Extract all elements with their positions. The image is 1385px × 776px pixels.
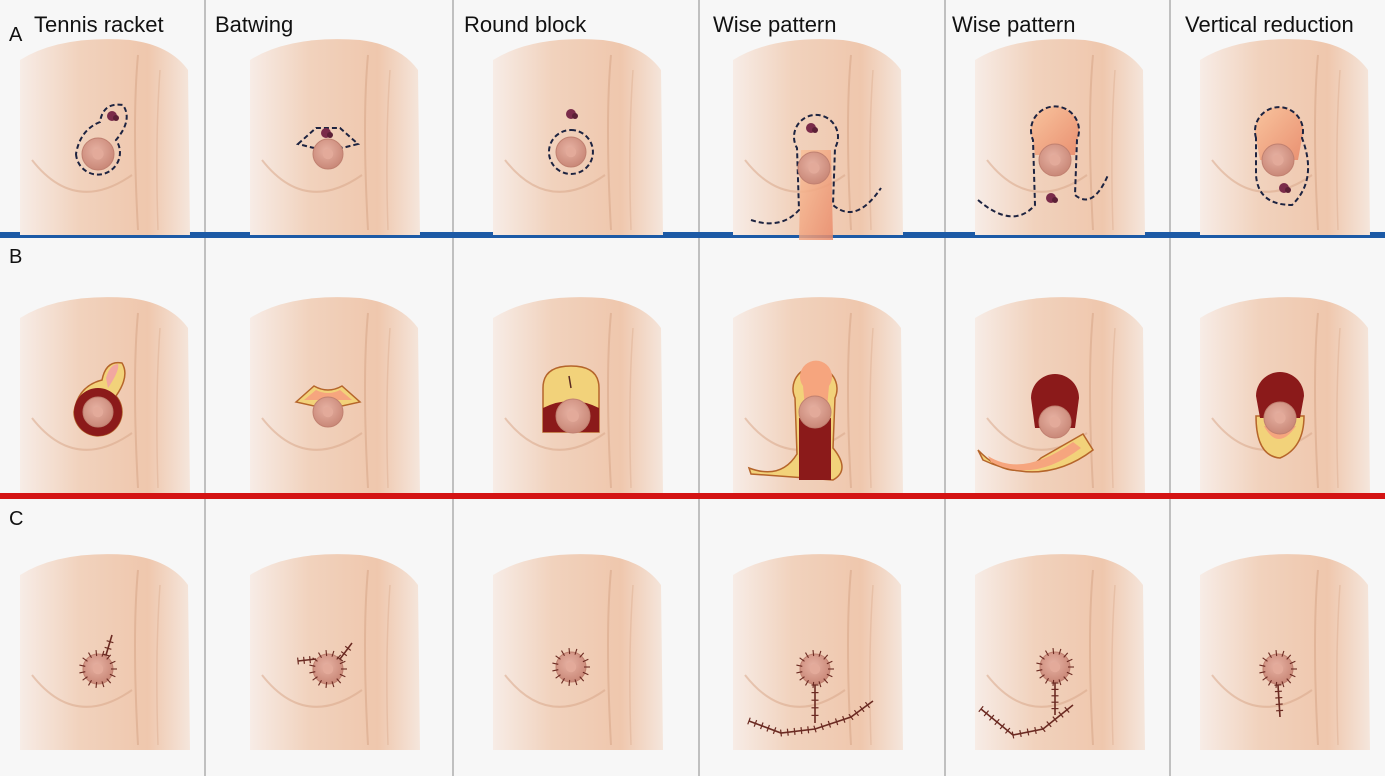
- suture-stitch: [1053, 648, 1054, 654]
- row-label-a: A: [9, 24, 22, 47]
- nipple: [567, 410, 579, 422]
- suture-stitch: [96, 650, 97, 656]
- column-header-wise-pattern-1: Wise pattern: [713, 12, 837, 38]
- nipple: [1049, 416, 1060, 427]
- suture-stitch: [781, 730, 782, 737]
- nipple: [92, 148, 103, 159]
- nipple: [323, 407, 334, 418]
- nipple: [810, 664, 821, 675]
- row-label-b: B: [9, 246, 22, 269]
- torso: [20, 39, 190, 235]
- panel-tennis-racket-row-b: [20, 297, 190, 493]
- suture-stitch: [298, 658, 299, 665]
- nipple: [1272, 154, 1283, 165]
- nipple: [1049, 154, 1060, 165]
- torso: [250, 39, 420, 235]
- panel-wise-pattern-upper-row-a: [733, 39, 903, 240]
- suture-stitch: [310, 656, 311, 663]
- nipple: [1273, 664, 1284, 675]
- nipple: [566, 662, 577, 673]
- suture-stitch: [787, 729, 788, 736]
- nipple: [566, 147, 577, 158]
- column-header-wise-pattern-2: Wise pattern: [952, 12, 1076, 38]
- torso: [1200, 554, 1370, 750]
- panel-batwing-row-a: [250, 39, 420, 235]
- suture-stitch: [813, 650, 814, 656]
- suture-stitch: [794, 728, 795, 735]
- suture-stitch: [569, 648, 570, 654]
- nipple: [1274, 412, 1285, 423]
- panel-wise-pattern-lower-row-c: [975, 554, 1145, 750]
- nipple: [93, 664, 104, 675]
- suture-stitch: [569, 680, 570, 686]
- separator-blue: [0, 232, 1385, 238]
- panel-wise-pattern-lower-row-a: [975, 39, 1145, 235]
- row-label-c: C: [9, 508, 23, 531]
- torso: [733, 554, 903, 750]
- panel-wise-pattern-upper-row-b: [733, 297, 903, 493]
- column-header-tennis-racket: Tennis racket: [34, 12, 164, 38]
- tumor-mark: [113, 115, 119, 121]
- tumor-mark: [572, 113, 578, 119]
- panel-round-block-row-a: [493, 39, 663, 235]
- nipple: [323, 664, 334, 675]
- suture-stitch: [304, 657, 305, 664]
- column-header-batwing: Batwing: [215, 12, 293, 38]
- panel-vertical-reduction-row-a: [1200, 39, 1370, 235]
- torso: [20, 554, 190, 750]
- panel-round-block-row-c: [493, 554, 663, 750]
- tumor-mark: [1285, 187, 1291, 193]
- tumor-mark: [812, 127, 818, 133]
- torso: [493, 554, 663, 750]
- panel-tennis-racket-row-c: [20, 554, 190, 750]
- panel-vertical-reduction-row-b: [1200, 297, 1370, 493]
- suture-stitch: [801, 727, 802, 734]
- separator-red: [0, 493, 1385, 499]
- panel-wise-pattern-upper-row-c: [733, 554, 903, 750]
- torso: [493, 39, 663, 235]
- nipple: [808, 162, 819, 173]
- nipple: [1050, 662, 1061, 673]
- tumor-mark: [327, 132, 333, 138]
- tumor-mark: [1052, 197, 1058, 203]
- panel-batwing-row-c: [250, 554, 420, 750]
- panel-wise-pattern-lower-row-b: [975, 297, 1145, 493]
- suture-stitch: [96, 682, 97, 688]
- column-header-round-block: Round block: [464, 12, 586, 38]
- suture-stitch: [326, 650, 327, 656]
- nipple: [809, 406, 820, 417]
- suture-stitch: [1276, 650, 1277, 656]
- suture-stitch: [326, 682, 327, 688]
- torso: [250, 554, 420, 750]
- nipple: [323, 149, 334, 160]
- panel-vertical-reduction-row-c: [1200, 554, 1370, 750]
- suture-stitch: [808, 726, 809, 733]
- panel-batwing-row-b: [250, 297, 420, 493]
- panel-round-block-row-b: [493, 297, 663, 493]
- panel-tennis-racket-row-a: [20, 39, 190, 235]
- column-header-vertical-reduction: Vertical reduction: [1185, 12, 1354, 38]
- nipple: [93, 407, 104, 418]
